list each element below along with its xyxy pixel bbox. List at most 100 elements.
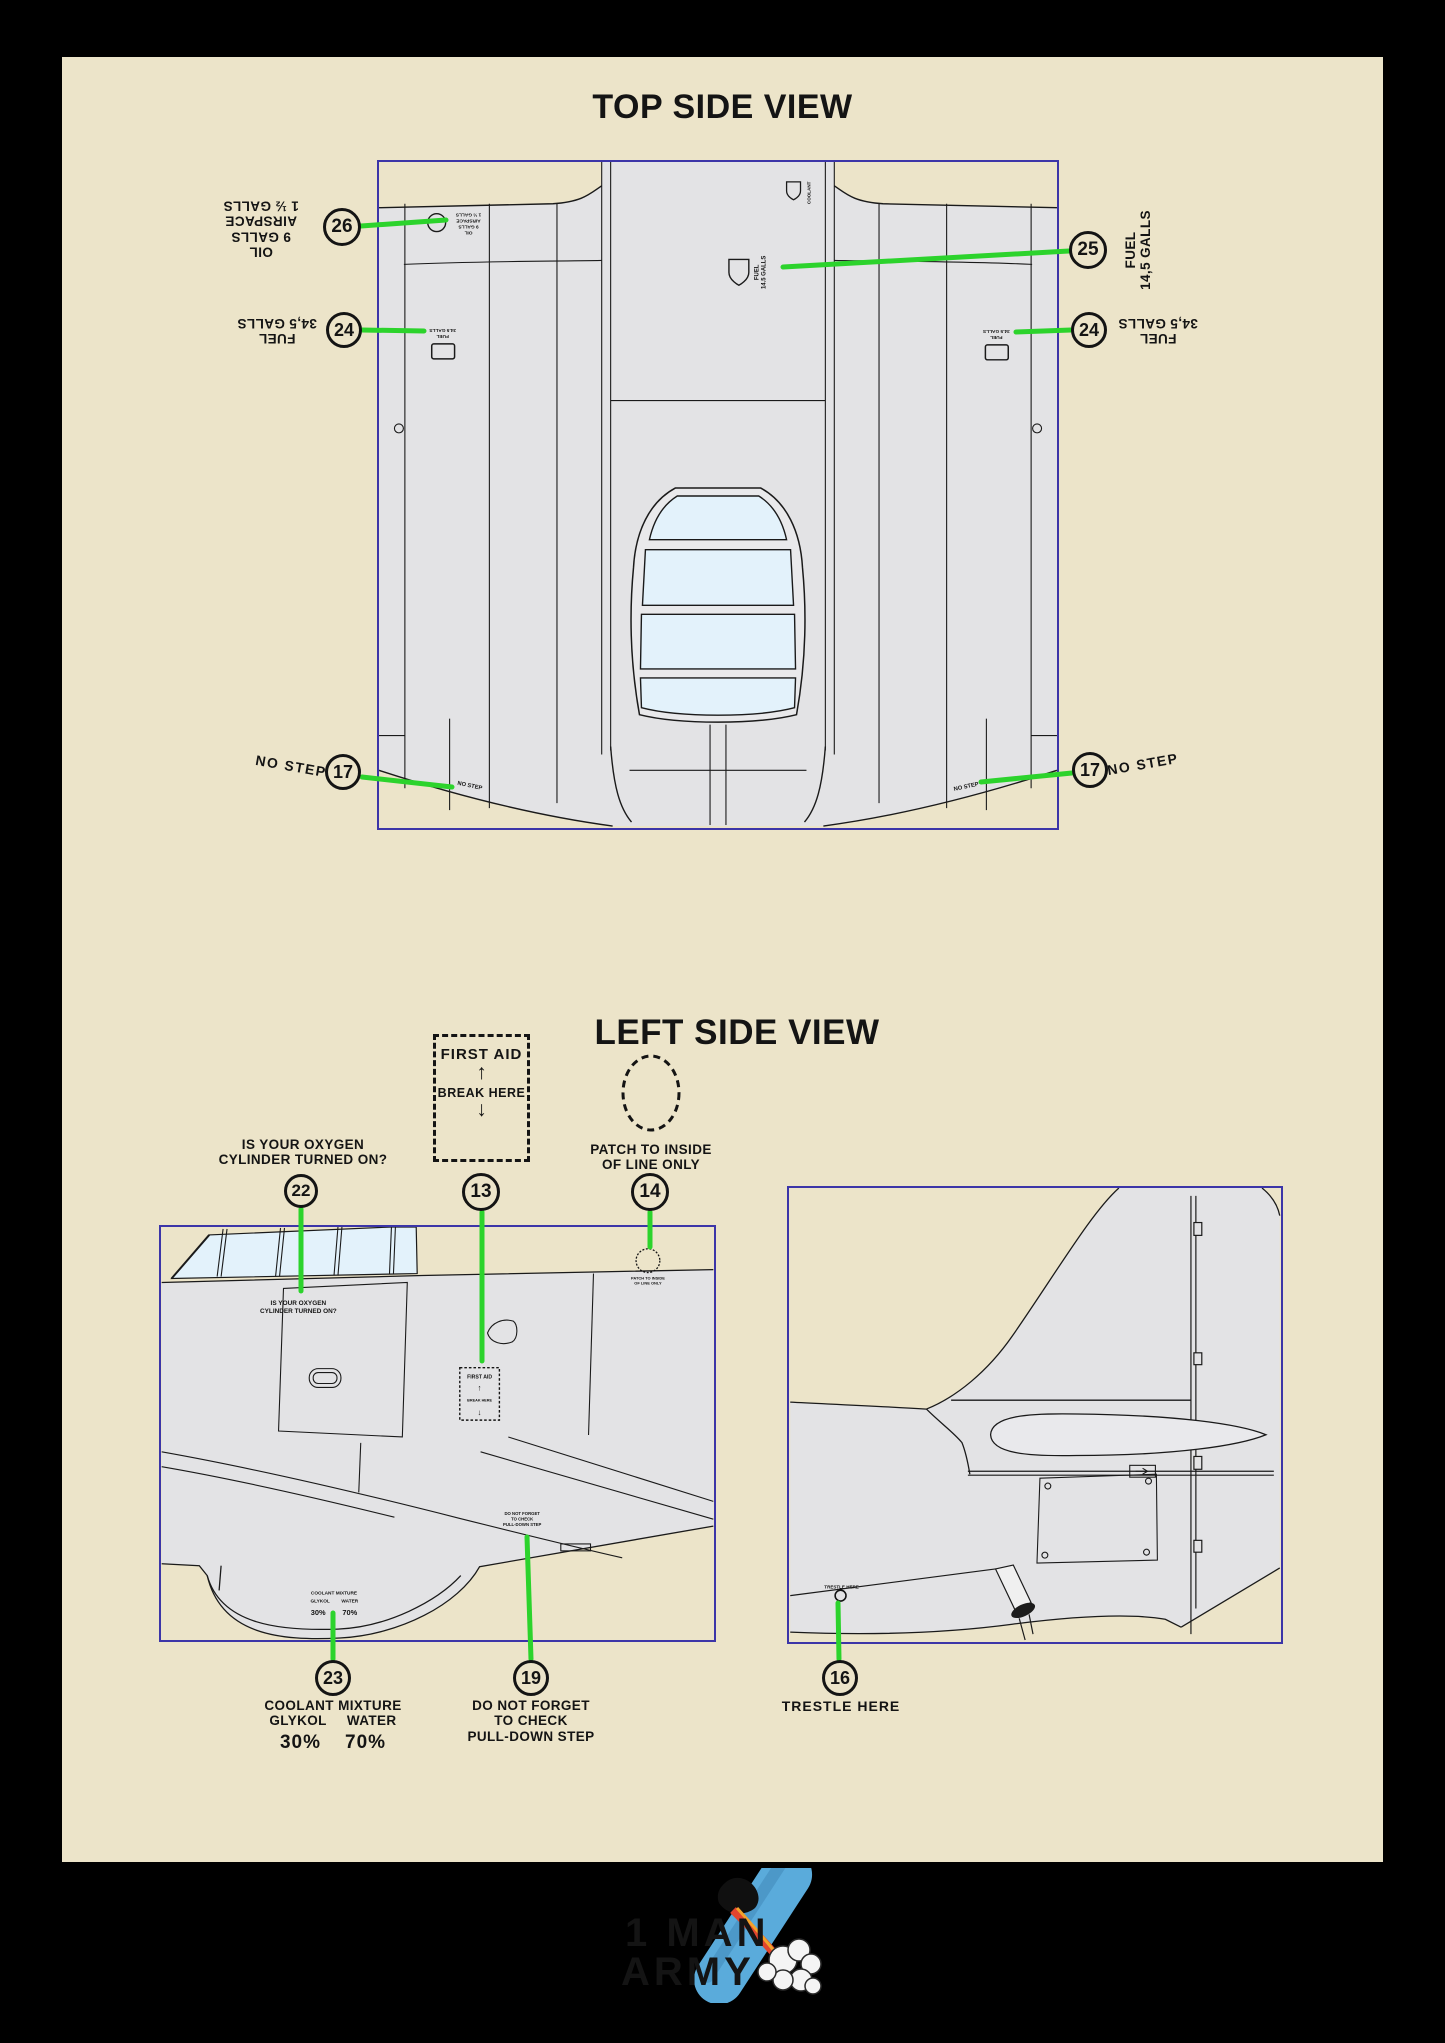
tail-wheel-tire-icon [1011,1602,1036,1619]
wing-access-left-icon [393,423,404,434]
coolant-stencil-water: WATER [341,1598,358,1604]
callout-24-right-l2: 34,5 GALLS [1118,315,1198,331]
logo-line2: ARMY [621,1950,755,1994]
pulldown-stencil-l3: PULL-DOWN STEP [503,1522,541,1527]
patch-label-l1: PATCH TO INSIDE [590,1142,712,1157]
callout-14: 14 [631,1173,669,1211]
patch-label: PATCH TO INSIDE OF LINE ONLY [551,1142,751,1173]
callout-16-label: TRESTLE HERE [781,1698,901,1714]
oil-stencil: OIL 9 GALLS AIRSPACE 1 ½ GALLS [456,212,481,236]
oxygen-stencil: IS YOUR OXYGEN CYLINDER TURNED ON? [260,1300,337,1315]
side-outline-lines [161,1268,714,1640]
smoke-cloud-icon [757,1938,822,1995]
fuel-cap-right-icon [984,344,1010,361]
oil-stencil-l4: 1 ½ GALLS [456,212,481,219]
down-arrow-icon: ↓ [476,1098,487,1121]
coolant-stencil-p2: 70% [342,1608,357,1617]
patch-label-l2: OF LINE ONLY [601,1157,701,1173]
canopy-bars [170,1227,396,1280]
nostep-left-stencil: NO STEP [457,781,483,792]
fuel-center-stencil-l1: FUEL [755,264,761,280]
callout-24-right-label: FUEL 34,5 GALLS [1108,315,1208,346]
stabilizer-airfoil [989,1413,1268,1457]
callout-26-l4: 1 ½ GALLS [223,198,299,214]
callout-26-label: OIL 9 GALLS AIRSPACE 1 ½ GALLS [206,198,316,260]
oil-stencil-l1: OIL [464,230,472,236]
callout-19-l3: PULL-DOWN STEP [467,1728,595,1744]
oxygen-stencil-l1: IS YOUR OXYGEN [271,1300,327,1307]
callout-24-left-l2: 34,5 GALLS [237,315,317,331]
callout-24-right: 24 [1071,312,1107,348]
fuel-right-stencil: FUEL 34.5 GALLS [983,328,1010,340]
trestle-stencil: TRESTLE HERE [824,1585,859,1590]
logo-line1: 1 MAN [625,1911,769,1955]
tail-outline-lines [790,1188,1281,1635]
one-man-army-logo: 1 MAN ARMY [621,1868,822,2003]
tail-body [790,1188,1280,1634]
callout-26-l1: OIL [249,244,273,260]
fuel-left-stencil: FUEL 34.5 GALLS [429,327,456,339]
callout-17-right: 17 [1072,752,1108,788]
callout-19-l1: DO NOT FORGET [472,1698,590,1713]
callout-17-left: 17 [325,754,361,790]
callout-19-label: DO NOT FORGET TO CHECK PULL-DOWN STEP [441,1698,621,1744]
up-arrow-icon: ↑ [476,1061,487,1084]
top-view-title: TOP SIDE VIEW [592,88,853,126]
firstaid-stencil-box [459,1366,501,1421]
callout-19-l2: TO CHECK [494,1713,568,1729]
side-panel-lines [161,1273,714,1559]
oil-stencil-l3: AIRSPACE [456,218,480,224]
fuel-right-stencil-l1: FUEL [990,334,1003,340]
fuselage-side-body [161,1269,714,1639]
left-view-frame: IS YOUR OXYGEN CYLINDER TURNED ON? FIRST… [159,1225,716,1642]
callout-23-l1: COOLANT MIXTURE [264,1698,402,1713]
callout-24-right-l1: FUEL [1139,330,1177,346]
first-aid-title: FIRST AID [440,1046,523,1063]
callout-26-l2: 9 GALLS [231,229,291,245]
wing-access-right-icon [1032,423,1043,434]
left-view-title: LEFT SIDE VIEW [594,1013,880,1052]
callout-26: 26 [323,208,361,246]
coolant-filler-icon [785,181,802,201]
top-view-drawing: OIL 9 GALLS AIRSPACE 1 ½ GALLS FUEL 14.5… [379,162,1057,827]
tail-wheel [994,1564,1036,1641]
coolant-mixture-stencil: COOLANT MIXTURE GLYKOL WATER 30% 70% [310,1590,358,1617]
callout-23: 23 [315,1660,351,1696]
callout-25: 25 [1069,231,1107,269]
up-arrow-icon: ↑ [478,1383,482,1392]
callout-25-l1: FUEL [1123,231,1138,269]
fuel-filler-icon [728,258,750,287]
callout-24-left-label: FUEL 34,5 GALLS [227,315,327,346]
fuel-left-stencil-l1: FUEL [436,333,449,339]
nostep-right-stencil: NO STEP [953,782,979,793]
top-view-frame: OIL 9 GALLS AIRSPACE 1 ½ GALLS FUEL 14.5… [377,160,1059,830]
coolant-stencil: COOLANT [806,181,811,204]
oxygen-stencil-l2: CYLINDER TURNED ON? [260,1308,337,1315]
fuel-left-stencil-l2: 34.5 GALLS [429,327,456,333]
patch-stencil-l1: PATCH TO INSIDE [631,1275,665,1280]
tail-view-frame: TRESTLE HERE [787,1186,1283,1644]
firstaid-stencil-l2: BREAK HERE [467,1398,492,1402]
callout-24-left-l1: FUEL [258,330,296,346]
oxygen-label: IS YOUR OXYGEN CYLINDER TURNED ON? [203,1137,403,1168]
break-here-label: BREAK HERE [437,1086,526,1100]
callout-23-water: WATER [346,1713,397,1729]
coolant-stencil-p1: 30% [311,1608,326,1617]
patch-stencil-l2: OF LINE ONLY [634,1280,662,1285]
pulldown-stencil-l1: DO NOT FORGET [504,1511,540,1516]
callout-23-p1: 30% [279,1731,321,1753]
callout-25-l2: 14,5 GALLS [1138,210,1154,290]
down-arrow-icon: ↓ [478,1408,482,1417]
callout-26-l3: AIRSPACE [225,213,297,229]
fuel-cap-left-icon [430,343,456,360]
callout-23-glykol: GLYKOL [269,1713,327,1729]
patch-ellipse [621,1054,681,1132]
patch-stencil: PATCH TO INSIDE OF LINE ONLY [631,1248,665,1285]
callout-23-label: COOLANT MIXTURE GLYKOL WATER 30% 70% [253,1698,413,1753]
logo-text: 1 MAN ARMY [621,1911,769,1994]
left-view-drawing: IS YOUR OXYGEN CYLINDER TURNED ON? FIRST… [161,1227,714,1640]
inspection-panel [1036,1464,1158,1564]
firstaid-stencil-l1: FIRST AID [467,1375,492,1381]
first-aid-panel: FIRST AID ↑ BREAK HERE ↓ [433,1034,530,1162]
